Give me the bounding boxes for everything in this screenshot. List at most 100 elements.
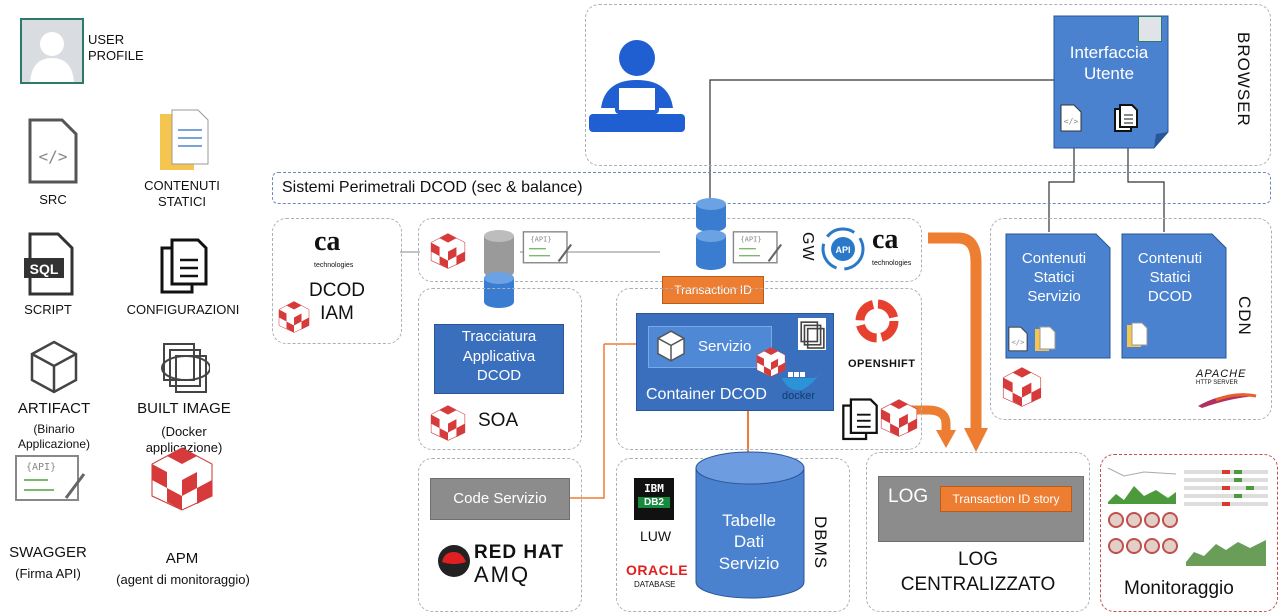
contenuti-dcod-box [1120,232,1228,360]
soa-zone [418,288,582,450]
transaction-id-box: Transaction ID [662,276,764,304]
legend-src: SRC [39,192,67,207]
legend-apm-sub: (agent di monitoraggio) [116,572,250,587]
legend-artifact-sub: (Binario Applicazione) [17,422,91,451]
cdn-src-icon: </> [1008,326,1028,357]
legend-swagger-sub: (Firma API) [15,566,81,581]
legend-built-image: BUILT IMAGE [137,400,231,417]
soa-label: SOA [478,410,519,431]
log-centralizzato-label: LOG CENTRALIZZATO [900,549,1056,595]
db2-label: DB2 [638,497,670,508]
ibm-db2-icon: IBM DB2 [634,478,674,520]
ca-logo-gw: ca [872,224,899,255]
gw-label: GW [799,232,816,262]
log-label: LOG [888,486,929,507]
contenuti-servizio-label: Contenuti Statici Servizio [1021,250,1087,305]
browser-label: BROWSER [1234,32,1253,127]
artifact-cube-icon [30,340,78,399]
iam-zone [272,218,402,344]
svg-text:{API}: {API} [26,462,56,473]
db-cylinder-gw [694,196,728,277]
contenuti-servizio-box [1004,232,1112,360]
svg-text:</>: </> [39,147,68,166]
dcod-iam-label: DCOD IAM [309,280,365,324]
oracle-label: ORACLE [626,562,689,578]
swagger-icon: {API} [14,454,88,509]
swagger-icon-gw: {API} [732,230,784,271]
docker-label: docker [782,390,816,402]
apm-cube-cdn [1002,366,1042,413]
docker-icon [780,368,822,399]
user-profile-icon [20,18,84,84]
browser-zone [585,4,1271,166]
api-gateway-icon: API [820,226,866,277]
servizio-label: Servizio [698,338,752,355]
legend-user-profile: USER PROFILE [88,32,144,64]
interfaccia-utente-box [1052,14,1172,150]
legend-swagger: SWAGGER [9,544,87,561]
amq-label: AMQ [474,562,531,587]
container-zone [616,288,922,450]
cdn-label: CDN [1235,296,1254,336]
ca-sub-iam: technologies [314,262,354,269]
svg-text:{API}: {API} [740,235,761,244]
apm-cube-iam [278,300,310,339]
contenuti-statici-icon [158,108,210,179]
sql-script-icon: SQL [22,232,76,301]
legend-built-image-sub: (Docker applicazione) [145,424,223,456]
sistemi-perimetrali-label: Sistemi Perimetrali DCOD (sec & balance) [282,179,583,196]
svg-text:</>: </> [1064,117,1079,126]
db-cylinder-soa [482,228,516,315]
log-zone [866,452,1090,612]
dbms-label: DBMS [811,516,830,570]
configurazioni-icon [160,238,208,301]
openshift-icon [854,298,900,349]
cdn-static-icon-2 [1126,322,1148,353]
apache-feather-icon [1196,388,1258,415]
svg-text:</>: </> [1011,337,1025,346]
legend-configurazioni: CONFIGURAZIONI [126,302,240,317]
legend-artifact: ARTIFACT [17,400,91,417]
user-laptop-icon [585,36,689,141]
container-dcod-label: Container DCOD [646,386,767,403]
built-image-icon [158,338,211,399]
legend-apm: APM [165,550,199,567]
cdn-static-icon-1 [1034,326,1056,357]
tabelle-dati-cylinder [694,448,806,605]
ibm-label: IBM [644,482,664,495]
apache-sub-label: HTTP SERVER [1196,380,1238,386]
apm-cube-container [880,398,918,443]
apm-cube-icon [150,446,214,517]
redhat-label: RED HAT [474,542,565,563]
ui-profile-icon [1138,16,1162,42]
apm-cube-gw [430,232,466,275]
svg-text:{API}: {API} [530,235,551,244]
apache-label: APACHE [1196,368,1247,380]
monitoring-dashboard-thumbnail [1104,464,1272,579]
contenuti-dcod-label: Contenuti Statici DCOD [1137,250,1203,305]
ca-logo-iam: ca [314,226,341,257]
oracle-sub-label: DATABASE [634,580,676,589]
monitoraggio-label: Monitoraggio [1124,578,1234,599]
legend-contenuti-statici: CONTENUTI STATICI [144,178,220,210]
servizio-cube-icon [656,330,686,367]
luw-label: LUW [640,528,672,544]
interfaccia-utente-label: Interfaccia Utente [1069,43,1149,84]
cdn-zone [990,218,1272,420]
apm-cube-servizio [756,346,786,383]
transaction-story-box: Transaction ID story [940,486,1072,512]
apm-cube-soa [430,404,466,447]
ca-sub-gw: technologies [872,260,912,267]
tracciatura-applicativa-box: Tracciatura Applicativa DCOD [434,324,564,394]
swagger-icon-soa: {API} [522,230,574,271]
sistemi-perimetrali-bar [272,172,1271,204]
built-image-container-icon [798,318,826,350]
legend-script: SCRIPT [24,302,72,317]
ui-src-icon: </> [1060,104,1082,137]
code-servizio-box: Code Servizio [430,478,570,520]
svg-text:API: API [835,245,850,255]
config-icon-container [840,398,880,447]
redhat-icon [436,544,472,583]
src-icon: </> [28,118,78,189]
